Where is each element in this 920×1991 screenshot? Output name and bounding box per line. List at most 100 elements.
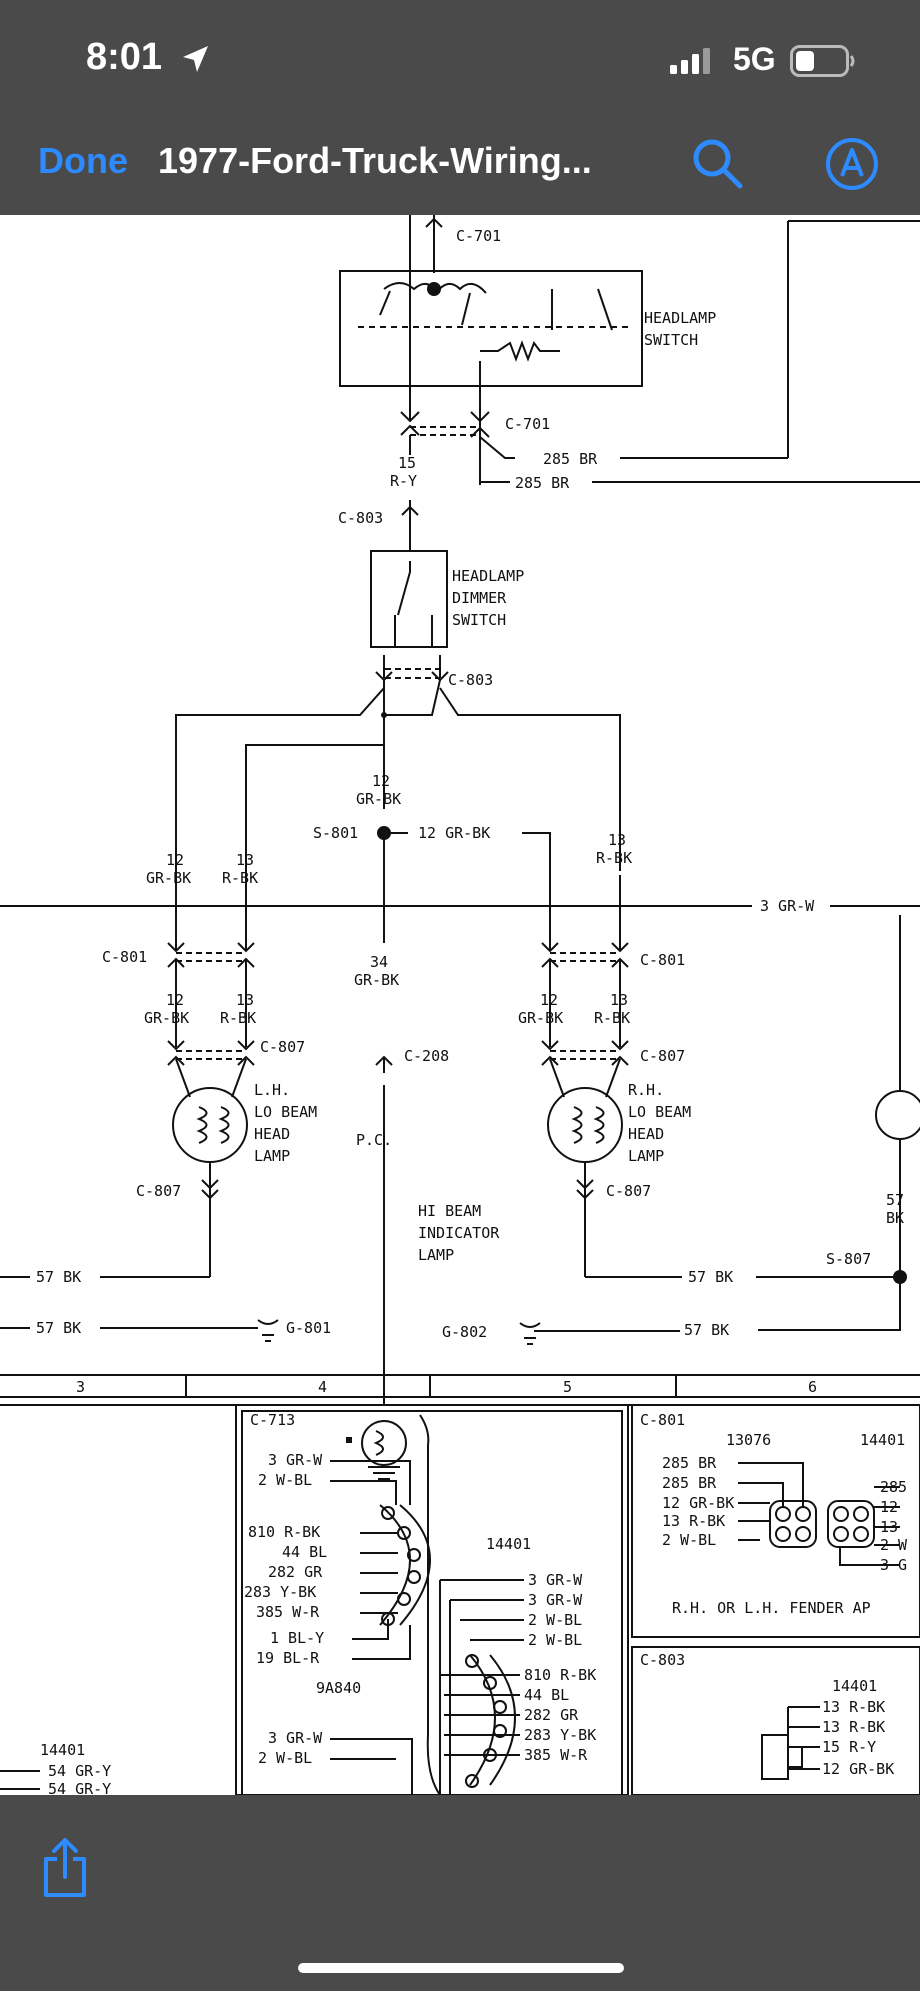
headlamp-switch-box (339, 270, 643, 387)
c713-pin-left: 283 Y-BK (244, 1583, 316, 1601)
label-c701-lower: C-701 (505, 415, 550, 433)
label-c801-box: C-801 (640, 1411, 685, 1429)
c803-pin: 13 R-BK (822, 1698, 885, 1716)
left-panel-pin: 54 GR-Y (48, 1780, 111, 1795)
label-hi-beam-3: LAMP (418, 1246, 454, 1264)
label-right-w1-color: R-BK (596, 849, 632, 867)
label-right-w1-num: 13 (608, 831, 626, 849)
label-g802: G-802 (442, 1323, 487, 1341)
markup-icon[interactable] (824, 136, 880, 192)
label-dimmer-1: HEADLAMP (452, 567, 524, 585)
label-left-w2-num: 13 (236, 851, 254, 869)
label-right-c807-bottom: C-807 (606, 1182, 651, 1200)
c713-pin-left: 2 W-BL (258, 1471, 312, 1489)
c713-pin-right: 282 GR (524, 1706, 579, 1724)
label-column-4: 4 (318, 1378, 327, 1396)
c801-pin-left: 13 R-BK (662, 1512, 725, 1530)
label-hi-beam-1: HI BEAM (418, 1202, 481, 1220)
c713-pin-left: 282 GR (268, 1563, 323, 1581)
search-icon[interactable] (690, 136, 746, 192)
label-c713-14401: 14401 (486, 1535, 531, 1553)
label-bus-wire: 3 GR-W (760, 897, 815, 915)
home-indicator[interactable] (298, 1963, 624, 1973)
label-c713: C-713 (250, 1411, 295, 1429)
label-pc: P.C. (356, 1131, 392, 1149)
label-right-c-w1-num: 12 (540, 991, 558, 1009)
label-wire-285br-2: 285 BR (515, 474, 570, 492)
label-left-c-w1-num: 12 (166, 991, 184, 1009)
label-column-5: 5 (563, 1378, 572, 1396)
battery-icon (790, 45, 855, 77)
label-s801: S-801 (313, 824, 358, 842)
label-c803-14401: 14401 (832, 1677, 877, 1695)
label-left-c-w2-color: R-BK (220, 1009, 256, 1027)
status-time: 8:01 (86, 36, 163, 78)
label-ry-color: R-Y (390, 472, 417, 490)
cell-signal-icon (670, 48, 710, 74)
label-dimmer-2: DIMMER (452, 589, 507, 607)
done-button[interactable]: Done (38, 140, 128, 181)
c713-pin-right: 2 W-BL (528, 1611, 582, 1629)
label-lh-lamp-3: HEAD (254, 1125, 290, 1143)
label-center-num: 12 (372, 772, 390, 790)
label-rh-lamp-1: R.H. (628, 1081, 664, 1099)
nav-bar: Done 1977-Ford-Truck-Wiring... (0, 110, 920, 215)
c801-pin-right: 2 W (880, 1536, 908, 1554)
share-icon[interactable] (40, 1837, 90, 1899)
label-lh-lamp-1: L.H. (254, 1081, 290, 1099)
location-arrow-icon (183, 46, 208, 72)
c803-pin: 12 GR-BK (822, 1760, 894, 1778)
label-lh-lamp-2: LO BEAM (254, 1103, 317, 1121)
hi-beam-lamp-symbol (361, 1420, 407, 1466)
network-label: 5G (733, 41, 776, 77)
label-far-color: BK (886, 1209, 904, 1227)
label-s807: S-807 (826, 1250, 871, 1268)
label-dimmer-3: SWITCH (452, 611, 506, 629)
label-left-14401: 14401 (40, 1741, 85, 1759)
c801-pin-left: 285 BR (662, 1474, 717, 1492)
c713-pin-right: 2 W-BL (528, 1631, 582, 1649)
c713-pin-left: 1 BL-Y (270, 1629, 324, 1647)
c713-pin-left: 810 R-BK (248, 1523, 320, 1541)
label-center-color: GR-BK (356, 790, 401, 808)
document-title: 1977-Ford-Truck-Wiring... (158, 140, 592, 181)
label-rh-lamp-2: LO BEAM (628, 1103, 691, 1121)
c801-pin-right: 285 (880, 1478, 907, 1496)
label-left-c807-bottom: C-807 (136, 1182, 181, 1200)
c713-pin-right: 283 Y-BK (524, 1726, 596, 1744)
label-mid-num: 34 (370, 953, 388, 971)
label-wire-285br-1: 285 BR (543, 450, 598, 468)
c713-pin-left: 44 BL (282, 1543, 327, 1561)
c713-pin-lower: 2 W-BL (258, 1749, 312, 1767)
c713-pin-lower: 3 GR-W (268, 1729, 323, 1747)
lh-headlamp-symbol (172, 1087, 248, 1163)
c801-pin-right: 13 (880, 1518, 898, 1536)
rh-headlamp-symbol (547, 1087, 623, 1163)
document-view[interactable]: C-701 HEADLAMP SWITCH C-701 285 BR 285 B… (0, 215, 920, 1795)
label-ground-right1: 57 BK (688, 1268, 733, 1286)
label-right-c801: C-801 (640, 951, 685, 969)
label-left-c801: C-801 (102, 948, 147, 966)
label-right-c807-top: C-807 (640, 1047, 685, 1065)
label-c803-box: C-803 (640, 1651, 685, 1669)
label-column-6: 6 (808, 1378, 817, 1396)
label-s801-wire: 12 GR-BK (418, 824, 490, 842)
label-ground-left2: 57 BK (36, 1319, 81, 1337)
c713-pin-right: 3 GR-W (528, 1591, 583, 1609)
c803-pin: 15 R-Y (822, 1738, 876, 1756)
label-mid-color: GR-BK (354, 971, 399, 989)
label-fender-caption: R.H. OR L.H. FENDER AP (672, 1599, 871, 1617)
c713-pin-left: 385 W-R (256, 1603, 320, 1621)
label-left-c807-top: C-807 (260, 1038, 305, 1056)
label-c208: C-208 (404, 1047, 449, 1065)
label-c803-top: C-803 (338, 509, 383, 527)
label-left-c-w2-num: 13 (236, 991, 254, 1009)
label-c801-14401: 14401 (860, 1431, 905, 1449)
label-headlamp-switch-1: HEADLAMP (644, 309, 716, 327)
c801-pin-left: 2 W-BL (662, 1531, 716, 1549)
label-ry-num: 15 (398, 454, 416, 472)
label-left-c-w1-color: GR-BK (144, 1009, 189, 1027)
c713-pin-right: 3 GR-W (528, 1571, 583, 1589)
c801-pin-left: 12 GR-BK (662, 1494, 734, 1512)
c803-pin: 13 R-BK (822, 1718, 885, 1736)
